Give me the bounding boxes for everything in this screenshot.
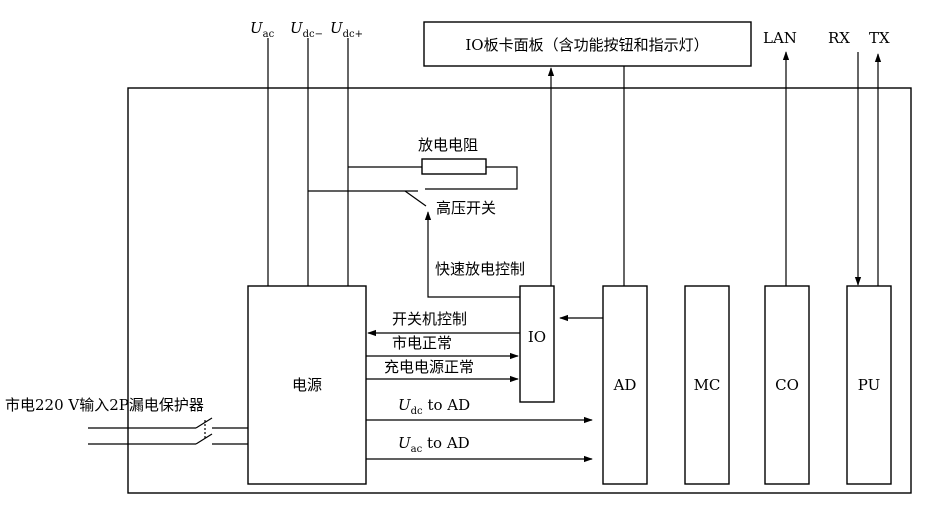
mc-block bbox=[684, 285, 730, 485]
pu-block-label: PU bbox=[858, 376, 880, 394]
breaker-blade-1 bbox=[195, 417, 213, 429]
mains-normal-label: 市电正常 bbox=[392, 334, 452, 352]
fast-discharge-line bbox=[424, 211, 520, 298]
ad-block bbox=[602, 285, 648, 485]
ad-block-label: AD bbox=[613, 376, 637, 394]
udc-to-ad-label: Udc to AD bbox=[398, 396, 470, 417]
io-panel-box bbox=[423, 21, 752, 67]
power-on-off-label: 开关机控制 bbox=[392, 310, 467, 328]
discharge-resistor-label: 放电电阻 bbox=[418, 136, 478, 154]
hv-switch-blade bbox=[404, 190, 427, 207]
svg-text:Udc to AD: Udc to AD bbox=[398, 396, 470, 417]
uac-label: Uac bbox=[250, 19, 275, 40]
power-supply-block bbox=[247, 285, 367, 485]
mc-block-label: MC bbox=[694, 376, 721, 394]
mains-input-label: 市电220 V输入2P漏电保护器 bbox=[5, 396, 204, 414]
io-block-label: IO bbox=[528, 328, 546, 346]
hv-switch-label: 高压开关 bbox=[436, 199, 496, 217]
co-block-label: CO bbox=[775, 376, 799, 394]
co-block bbox=[764, 285, 810, 485]
svg-text:Uac: Uac bbox=[250, 19, 275, 40]
svg-text:Udc−: Udc− bbox=[290, 19, 323, 40]
charge-normal-label: 充电电源正常 bbox=[384, 358, 474, 376]
io-panel-label: IO板卡面板（含功能按钮和指示灯） bbox=[465, 36, 708, 54]
udc-minus-label: Udc− bbox=[290, 19, 323, 40]
pu-block bbox=[846, 285, 892, 485]
udc-plus-label: Udc+ bbox=[330, 19, 363, 40]
io-block bbox=[519, 285, 555, 403]
rx-label: RX bbox=[828, 29, 850, 47]
breaker-blade-2 bbox=[195, 433, 213, 445]
svg-text:Uac to AD: Uac to AD bbox=[398, 434, 470, 455]
lan-label: LAN bbox=[763, 29, 797, 47]
tx-label: TX bbox=[869, 29, 890, 47]
svg-text:Udc+: Udc+ bbox=[330, 19, 363, 40]
power-supply-label: 电源 bbox=[292, 376, 322, 394]
resistor-right-wire bbox=[425, 166, 518, 190]
discharge-resistor bbox=[421, 158, 487, 175]
uac-to-ad-label: Uac to AD bbox=[398, 434, 470, 455]
fast-discharge-label: 快速放电控制 bbox=[435, 260, 525, 278]
